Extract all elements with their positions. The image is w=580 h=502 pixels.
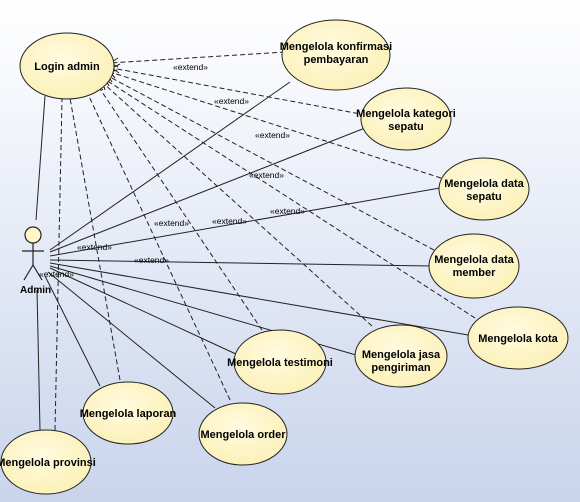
use-case-kota[interactable]: Mengelola kota [467,306,569,370]
use-case-data-member[interactable]: Mengelola data member [428,233,520,299]
use-case-label: sepatu [388,121,423,133]
extend-label-kategori: «extend» [214,96,249,106]
extend-testimoni [97,85,263,331]
use-case-label: Mengelola kategori [356,108,456,120]
extend-label-kota: «extend» [270,206,305,216]
assoc-order [47,271,216,409]
associations [35,81,469,431]
extend-jasa [102,82,373,327]
extend-label-konfirmasi: «extend» [173,62,208,72]
use-case-label: member [453,267,497,279]
use-case-label: pembayaran [304,54,369,66]
extend-label-data-member: «extend» [249,170,284,180]
actor-head [24,226,42,244]
use-case-label: Mengelola kota [478,333,558,345]
use-case-testimoni[interactable]: Mengelola testimoni [227,329,333,395]
extend-kategori [111,67,367,116]
assoc-konfirmasi [49,81,291,251]
extend-data-sepatu [109,71,442,179]
use-case-label: sepatu [466,191,501,203]
use-case-label: Mengelola jasa [362,349,441,361]
use-case-provinsi[interactable]: Mengelola provinsi [0,429,96,495]
extend-label-provinsi: «extend» [39,269,74,279]
assoc-provinsi [36,289,41,431]
extend-kota [105,79,476,319]
use-case-order[interactable]: Mengelola order [198,402,288,466]
use-case-label: Mengelola provinsi [0,457,96,469]
extend-label-jasa: «extend» [212,216,247,226]
use-case-kategori-sepatu[interactable]: Mengelola kategori sepatu [356,87,456,151]
use-case-data-sepatu[interactable]: Mengelola data sepatu [438,157,530,221]
assoc-login [35,95,46,221]
extend-label-laporan: «extend» [134,255,169,265]
actor-admin[interactable] [22,226,44,281]
use-case-label: Mengelola konfirmasi [280,41,392,53]
use-case-label: Login admin [34,61,100,73]
assoc-kota [49,262,469,336]
use-case-label: Mengelola order [201,429,287,441]
extend-data-member [107,75,435,251]
assoc-testimoni [49,267,239,356]
use-case-login-admin[interactable]: Login admin [19,32,115,100]
use-case-label: Mengelola data [434,254,514,266]
use-case-konfirmasi-pembayaran[interactable]: Mengelola konfirmasi pembayaran [280,19,392,91]
assoc-data-member [49,259,433,267]
use-case-label: Mengelola laporan [80,408,177,420]
use-case-label: pengiriman [371,362,431,374]
extend-provinsi [54,98,63,431]
assoc-laporan [44,275,101,387]
extend-order [86,91,231,401]
extend-label-testimoni: «extend» [154,218,189,228]
assoc-kategori [49,127,366,253]
actor-name: Admin [20,285,51,296]
extend-labels: «extend» «extend» «extend» «extend» «ext… [39,62,305,279]
extend-label-order: «extend» [77,242,112,252]
assoc-data-sepatu [49,187,441,257]
use-case-label: Mengelola testimoni [227,357,333,369]
extend-label-data-sepatu: «extend» [255,130,290,140]
use-case-label: Mengelola data [444,178,524,190]
extend-konfirmasi [109,51,286,64]
extend-relations [54,51,476,431]
use-case-laporan[interactable]: Mengelola laporan [80,381,177,445]
use-case-jasa-pengiriman[interactable]: Mengelola jasa pengiriman [354,324,448,388]
